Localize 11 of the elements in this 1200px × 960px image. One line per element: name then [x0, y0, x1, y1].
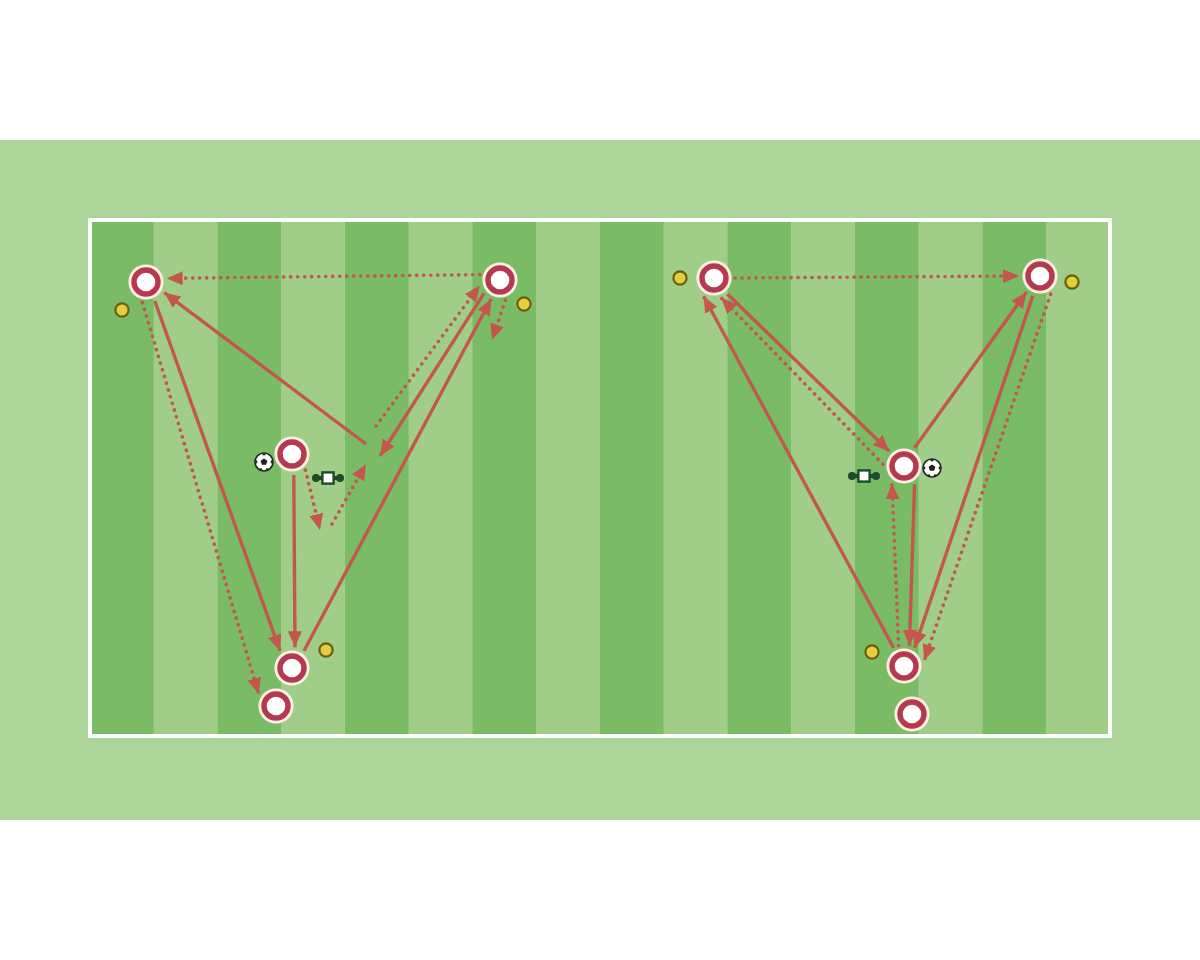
player-marker — [274, 436, 310, 472]
dotted-arrow — [490, 298, 508, 342]
player-marker — [886, 648, 922, 684]
dotted-arrow — [885, 481, 901, 648]
dotted-arrow — [303, 468, 323, 532]
arrow — [902, 484, 917, 646]
arrow — [287, 475, 302, 648]
player-marker — [274, 650, 310, 686]
player-marker — [482, 262, 518, 298]
player-marker — [886, 448, 922, 484]
player-marker — [696, 260, 732, 296]
